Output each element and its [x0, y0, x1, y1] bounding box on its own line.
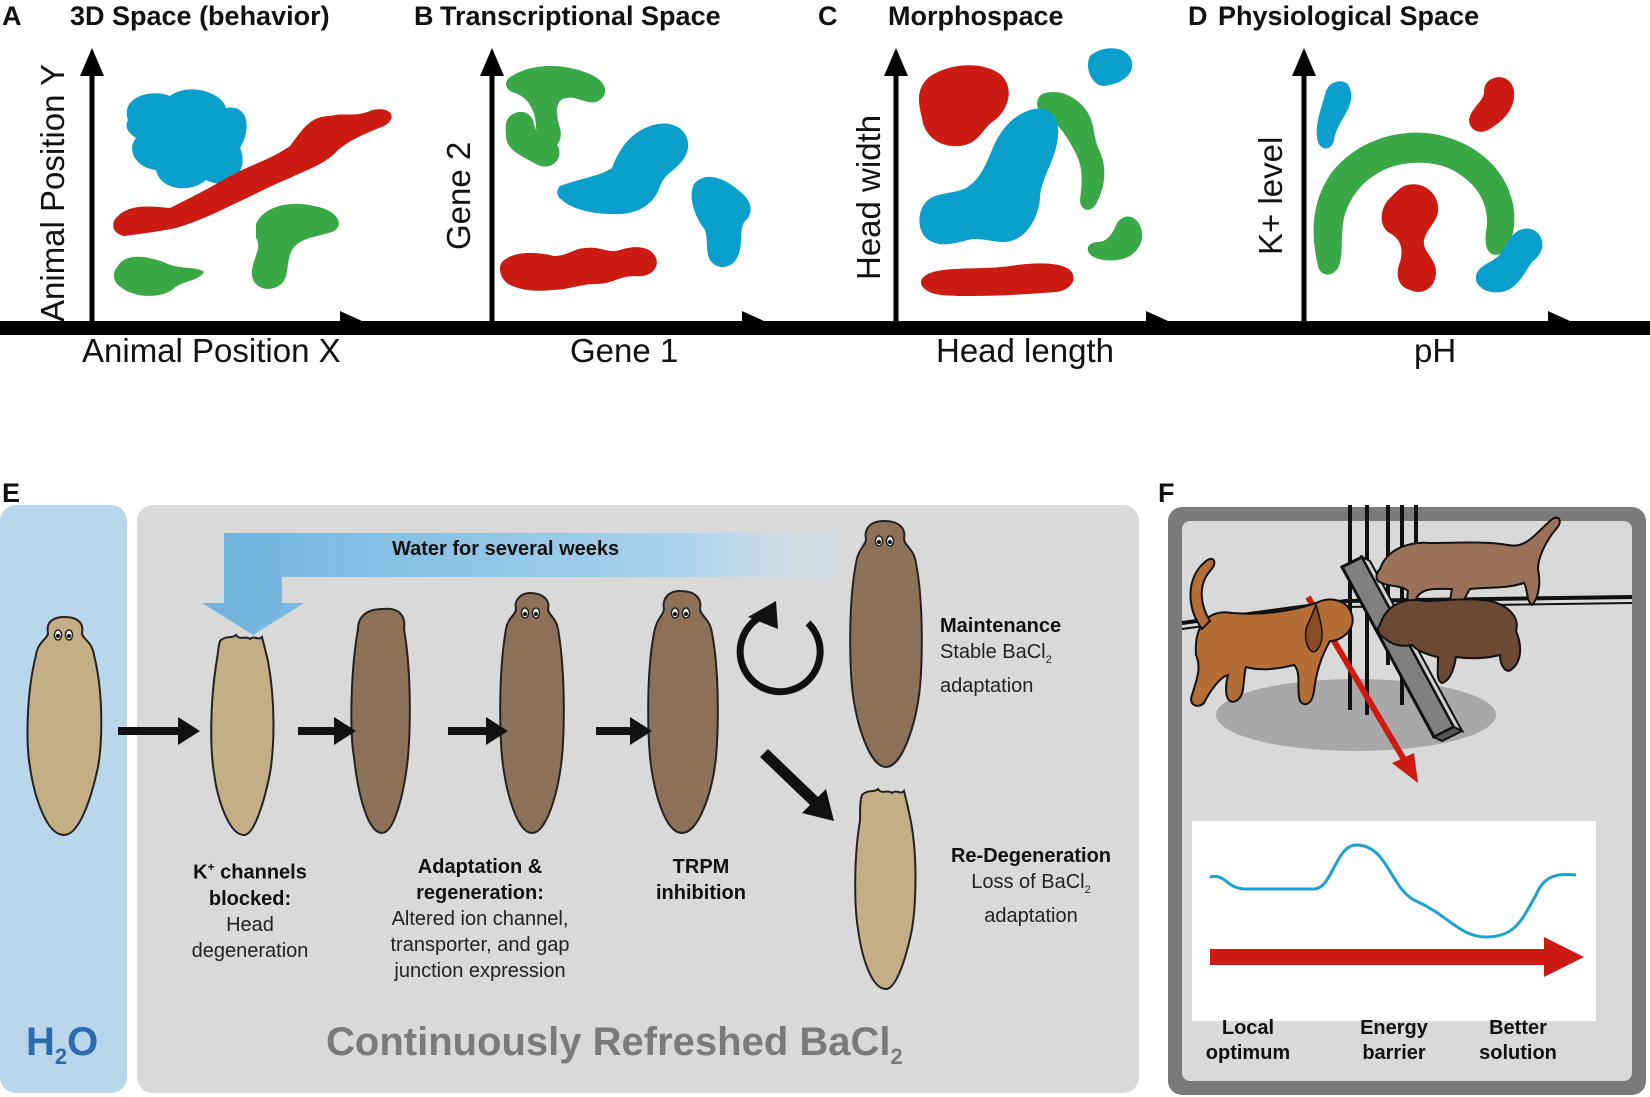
- stage-1-title-2: blocked:: [208, 887, 292, 910]
- dog-tan: [1375, 516, 1561, 615]
- redegeneration-title: Re-Degeneration: [950, 845, 1112, 867]
- redegeneration-caption: Re-Degeneration Loss of BaCl2 adaptation: [936, 843, 1126, 929]
- stage-2-title-1: Adaptation &: [417, 856, 543, 878]
- panel-c-letter: C: [818, 1, 838, 31]
- water-arrow: [202, 533, 840, 635]
- worm-maintenance: [849, 519, 923, 769]
- panel-e-graphics: [26, 519, 923, 991]
- stage-2-desc-1: Altered ion channel,: [391, 908, 569, 930]
- cycle-arrow-icon: [736, 601, 824, 696]
- panel-d-xlabel: pH: [1414, 332, 1457, 369]
- worm-h2o: [26, 615, 103, 837]
- stage-caption-3: TRPM inhibition: [626, 854, 776, 906]
- maintenance-caption: Maintenance Stable BaCl2 adaptation: [940, 613, 1061, 699]
- energy-curve: [1209, 843, 1577, 939]
- stage-2-title-2: regeneration:: [416, 882, 544, 904]
- panel-b-letter: B: [414, 1, 434, 31]
- x-axis-arrowheads: [340, 311, 1570, 321]
- stage-3-title-2: inhibition: [656, 882, 746, 904]
- label-energy-barrier-line1: Energy: [1360, 1017, 1428, 1039]
- worm-trpm: [647, 589, 719, 835]
- panel-a-title: 3D Space (behavior): [70, 1, 330, 31]
- label-better-solution-line2: solution: [1479, 1042, 1557, 1064]
- stage-2-desc-2: transporter, and gap: [390, 934, 570, 956]
- panel-d-blobs: [1313, 77, 1543, 293]
- worm-regenerating: [350, 607, 411, 835]
- label-energy-barrier: Energy barrier: [1344, 1016, 1444, 1066]
- stage-2-desc-3: junction expression: [394, 960, 566, 982]
- panel-f-graphics: [1168, 505, 1646, 1095]
- energy-landscape-box: [1192, 821, 1596, 1021]
- worm-adapted: [499, 591, 565, 835]
- redegeneration-line2: adaptation: [984, 905, 1078, 927]
- top-panels-graphics: [0, 48, 1650, 335]
- panel-b-title: Transcriptional Space: [440, 1, 721, 31]
- dog-dark: [1377, 598, 1522, 685]
- stage-caption-2: Adaptation & regeneration: Altered ion c…: [370, 854, 590, 984]
- h2o-label: H2O: [26, 1020, 99, 1069]
- bacl-label: Continuously Refreshed BaCl2: [326, 1020, 903, 1069]
- shared-x-axis: [0, 321, 1650, 335]
- panel-b-blobs: [500, 66, 751, 291]
- panel-d-letter: D: [1188, 1, 1208, 31]
- panel-a-blobs: [113, 89, 392, 296]
- water-arrow-label: Water for several weeks: [392, 538, 620, 560]
- label-local-optimum: Local optimum: [1196, 1016, 1300, 1066]
- panel-c-xlabel: Head length: [936, 332, 1114, 369]
- label-local-optimum-line1: Local: [1221, 1017, 1275, 1039]
- panel-a-xlabel: Animal Position X: [82, 332, 341, 369]
- label-local-optimum-line2: optimum: [1205, 1042, 1291, 1064]
- y-axes: [80, 48, 1316, 323]
- stage-1-desc-2: degeneration: [191, 939, 309, 962]
- worm-degenerated: [210, 633, 275, 837]
- worm-redegenerated: [854, 787, 917, 991]
- panel-a-letter: A: [2, 1, 22, 31]
- panel-e-letter: E: [2, 478, 21, 508]
- stage-1-desc-1: Head: [226, 913, 274, 936]
- maintenance-line2: adaptation: [940, 675, 1034, 697]
- maintenance-title: Maintenance: [940, 615, 1062, 637]
- energy-red-arrow: [1210, 937, 1584, 977]
- redegeneration-line1: Loss of BaCl2: [971, 871, 1091, 896]
- label-better-solution: Better solution: [1466, 1016, 1570, 1066]
- panel-f-letter: F: [1158, 478, 1175, 508]
- panel-c-blobs: [918, 48, 1143, 296]
- label-better-solution-line1: Better: [1489, 1017, 1547, 1039]
- panel-c-title: Morphospace: [888, 1, 1064, 31]
- progression-arrows: [118, 717, 834, 821]
- maintenance-line1: Stable BaCl2: [940, 641, 1052, 666]
- dog-orange: [1189, 557, 1354, 707]
- stage-3-title-1: TRPM: [672, 856, 730, 878]
- label-energy-barrier-line2: barrier: [1362, 1042, 1426, 1064]
- panel-d-title: Physiological Space: [1218, 1, 1480, 31]
- stage-1-title: K+ channels: [193, 860, 307, 884]
- stage-caption-1: K+ channels blocked: Head degeneration: [150, 854, 350, 964]
- panel-b-xlabel: Gene 1: [570, 332, 679, 369]
